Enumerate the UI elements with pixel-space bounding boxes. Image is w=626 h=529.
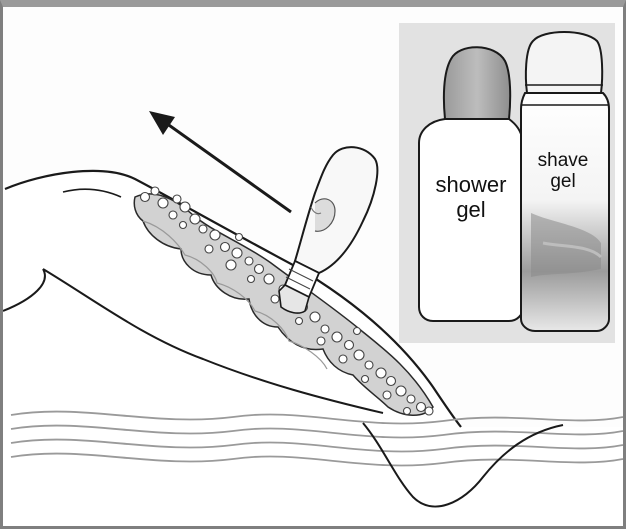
knee-crease [62, 188, 122, 198]
leg-underside-contour [3, 268, 384, 414]
shave-gel-label-line1: shave [537, 150, 589, 171]
razor-icon [278, 146, 379, 314]
lather-bubbles [139, 186, 434, 416]
shower-gel-label-line2: gel [456, 196, 486, 222]
arrow-up-left-icon [149, 111, 292, 214]
water-waves [10, 410, 623, 467]
shave-gel-label-line2: gel [550, 171, 576, 193]
shaving-illustration [3, 23, 623, 526]
leg-lower-contour [362, 422, 564, 508]
shave-gel-can [520, 31, 610, 332]
shower-gel-label-line1: shower [435, 172, 507, 197]
lather-inner-wave [142, 220, 328, 370]
leg-top-contour [4, 169, 462, 428]
shower-gel-label: shower gel [421, 172, 521, 222]
shave-gel-label: shave gel [525, 150, 601, 193]
